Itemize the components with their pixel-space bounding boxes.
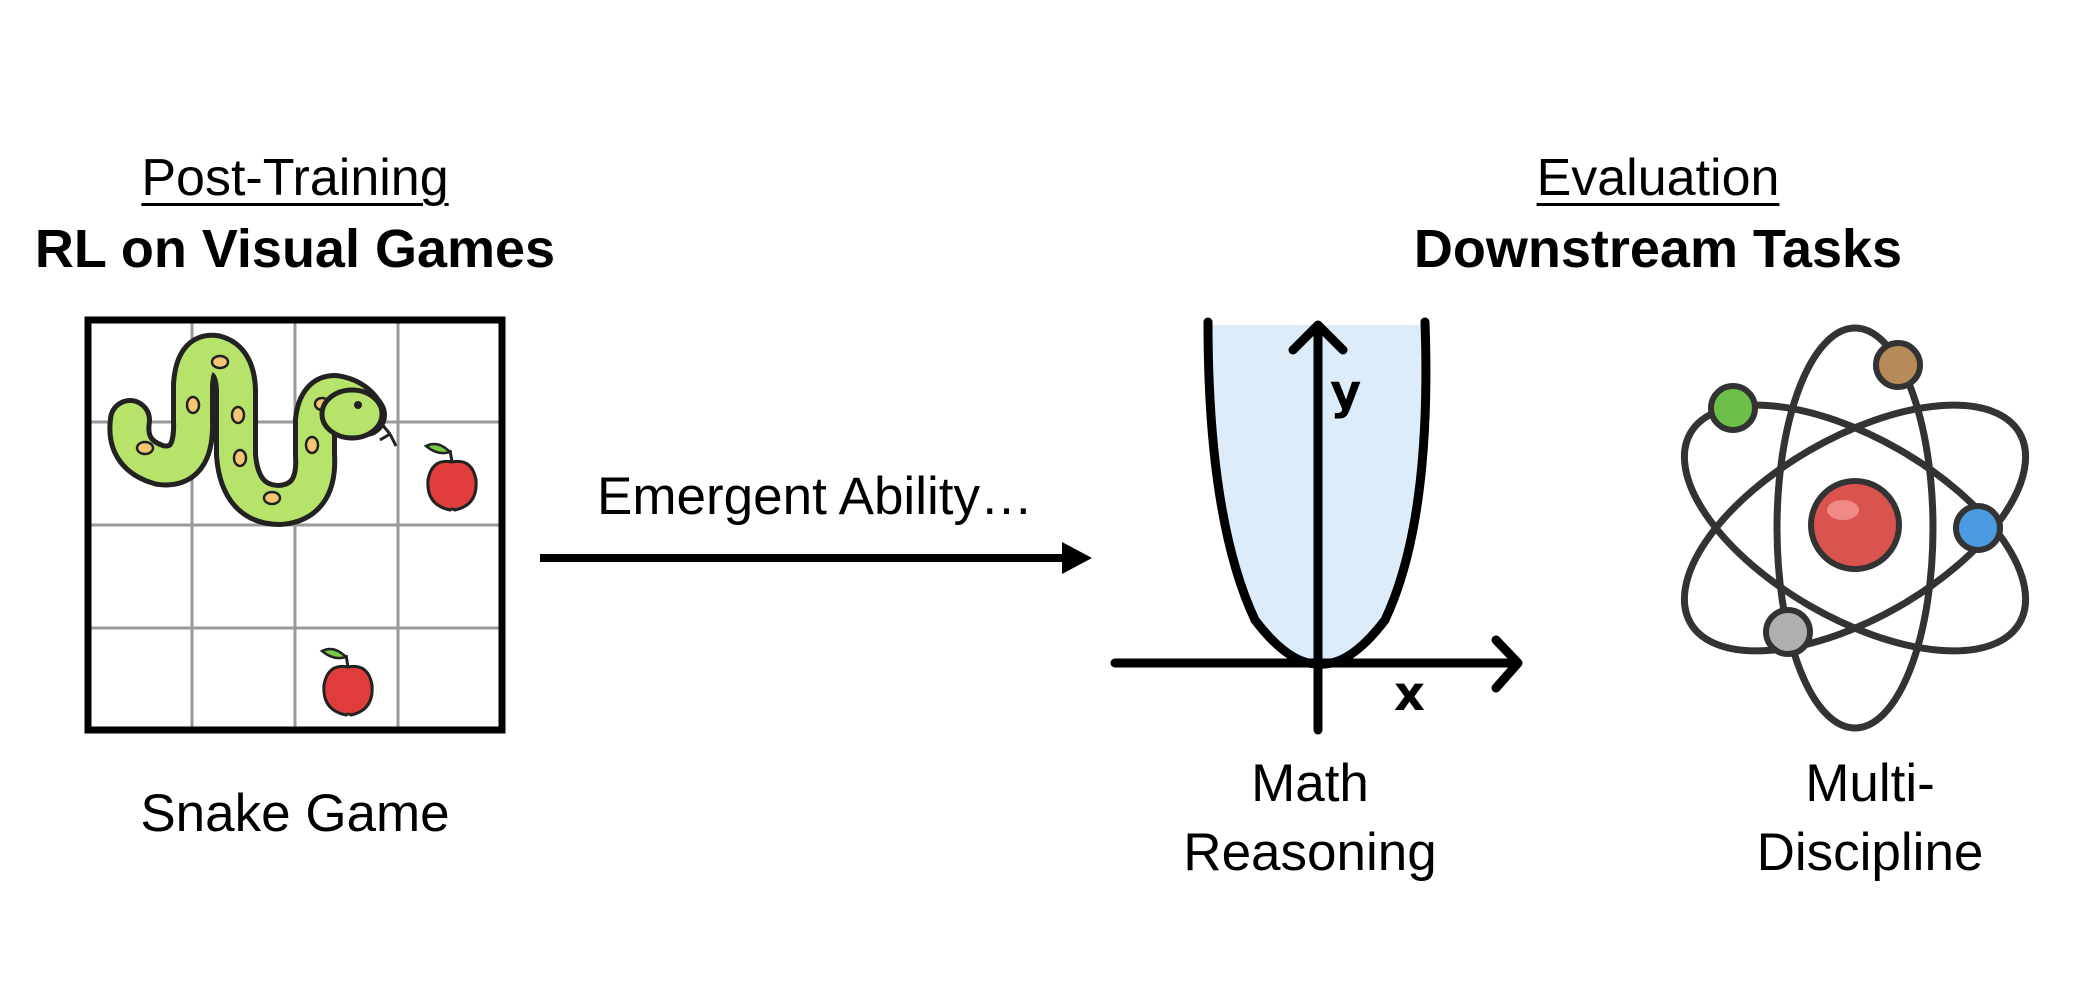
multi-caption-line-2: Discipline [1756,822,1984,882]
emergent-ability-label: Emergent Ability… [597,467,1033,526]
apple-icon [423,442,478,512]
downstream-tasks-title: Downstream Tasks [1413,219,1903,279]
emergent-arrow [540,542,1092,574]
x-axis-label: x [1394,666,1425,722]
electron-gray [1763,607,1813,657]
snake-game-caption: Snake Game [140,784,450,843]
electron-blue [1953,503,2003,553]
post-training-subtitle: Post-Training [141,149,449,207]
electron-tan [1873,340,1923,390]
electron-green [1708,383,1758,433]
math-caption-line-2: Reasoning [1183,822,1437,882]
rl-visual-games-title: RL on Visual Games [34,219,556,279]
y-axis-label: y [1330,364,1362,420]
evaluation-subtitle: Evaluation [1536,149,1780,207]
math-caption-line-1: Math [1251,754,1369,813]
multi-caption-line-1: Multi- [1805,754,1935,813]
nucleus [1808,478,1902,572]
parabola-graph-icon [1110,317,1523,735]
multi-discipline-caption: Multi- Discipline [1720,750,2020,888]
math-reasoning-caption: Math Reasoning [1160,750,1460,888]
board-border [84,316,506,734]
board-grid [88,320,502,730]
snake-icon [107,332,398,527]
apple-icon [319,647,374,717]
atom-icon [1680,324,2030,732]
